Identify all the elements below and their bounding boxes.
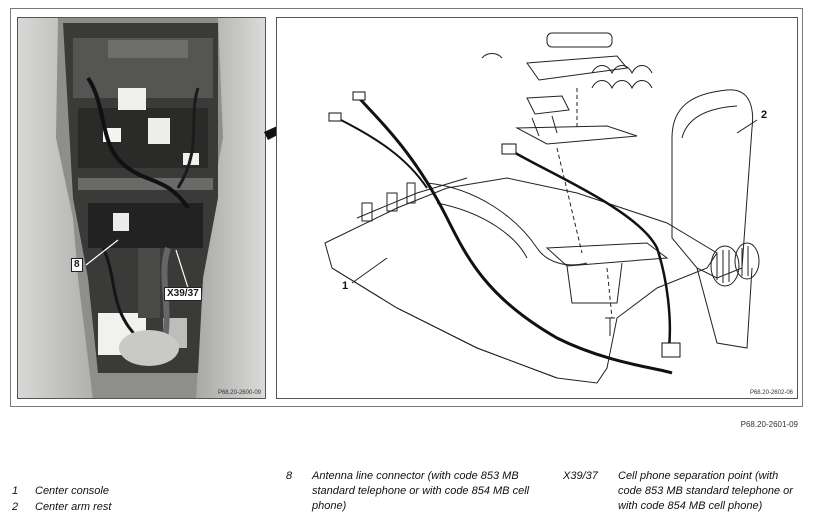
legend-key: 8 xyxy=(286,470,293,482)
legend-text: Antenna line connector (with code 853 MB… xyxy=(312,470,530,512)
figure-code: P68.20-2601-09 xyxy=(740,420,798,429)
drawing-label-1: 1 xyxy=(342,280,349,292)
exploded-drawing-graphic xyxy=(324,32,760,384)
legend-text: Center arm rest xyxy=(35,501,112,513)
legend-key: X39/37 xyxy=(563,470,598,482)
callout-8: 8 xyxy=(71,258,83,272)
drawing-code: P68.20-2602-06 xyxy=(749,390,793,396)
photo-code: P68.20-2600-09 xyxy=(217,390,261,396)
legend-text: Cell phone separation point (with code 8… xyxy=(618,470,793,512)
legend-text: Center console xyxy=(35,485,109,497)
drawing-label-2: 2 xyxy=(761,109,768,121)
legend-key: 2 xyxy=(12,501,19,513)
console-photo: 8 X39/37 P68.20-2600-09 xyxy=(17,17,266,399)
legend-key: 1 xyxy=(12,485,19,497)
console-photo-graphic xyxy=(18,18,265,398)
callout-x39-37: X39/37 xyxy=(164,287,202,301)
exploded-drawing: 1 2 P68.20-2602-06 xyxy=(276,17,798,399)
